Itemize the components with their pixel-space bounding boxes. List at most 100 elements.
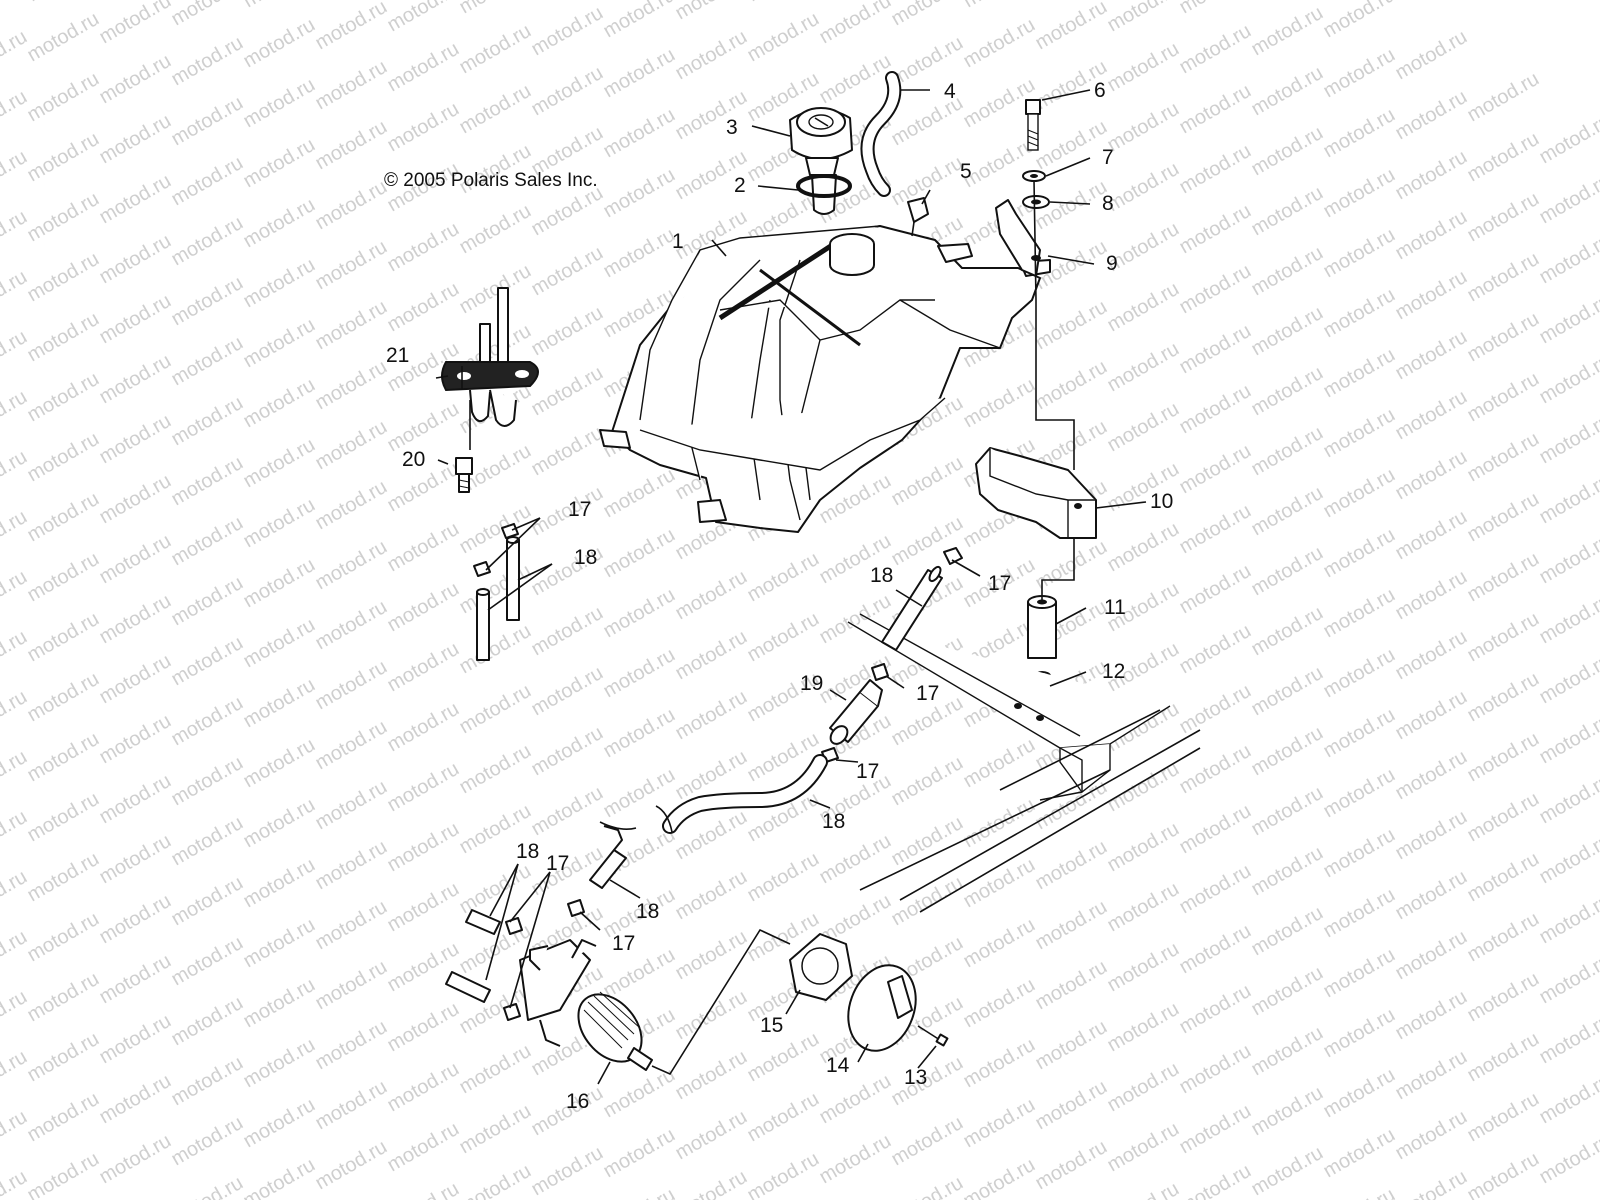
watermark-text: motod.ru — [600, 764, 679, 823]
watermark-text: motod.ru — [312, 416, 391, 475]
watermark-text: motod.ru — [528, 722, 607, 781]
watermark-text: motod.ru — [888, 1172, 967, 1200]
watermark-text: motod.ru — [168, 512, 247, 571]
watermark-text: motod.ru — [1320, 404, 1399, 463]
watermark-text: motod.ru — [168, 0, 247, 30]
watermark-text: motod.ru — [528, 662, 607, 721]
watermark-text: motod.ru — [672, 626, 751, 685]
lock-nut — [789, 933, 853, 1001]
watermark-text: motod.ru — [1320, 464, 1399, 523]
fuel-valve — [441, 287, 539, 450]
watermark-text: motod.ru — [1032, 296, 1111, 355]
watermark-text: motod.ru — [1032, 776, 1111, 835]
watermark-text: motod.ru — [168, 392, 247, 451]
callout-18-pump-right: 18 — [636, 900, 659, 923]
watermark-text: motod.ru — [1176, 800, 1255, 859]
watermark-text: motod.ru — [1248, 902, 1327, 961]
watermark-text: motod.ru — [168, 92, 247, 151]
watermark-text: motod.ru — [240, 854, 319, 913]
callout-12: 12 — [1102, 660, 1125, 683]
watermark-text: motod.ru — [312, 56, 391, 115]
callout-19: 19 — [800, 672, 823, 695]
watermark-text: motod.ru — [1464, 728, 1543, 787]
watermark-text: motod.ru — [240, 674, 319, 733]
watermark-text: motod.ru — [456, 200, 535, 259]
watermark-text: motod.ru — [1248, 482, 1327, 541]
watermark-text: motod.ru — [96, 410, 175, 469]
watermark-text: motod.ru — [1032, 1016, 1111, 1075]
watermark-text: motod.ru — [456, 560, 535, 619]
watermark-text: motod.ru — [1464, 608, 1543, 667]
clamp-upper-right — [943, 547, 963, 565]
watermark-text: motod.ru — [240, 794, 319, 853]
callout-17-pump-right: 17 — [612, 932, 635, 955]
watermark-text: motod.ru — [1104, 1178, 1183, 1200]
watermark-text: motod.ru — [600, 224, 679, 283]
tank-support — [975, 447, 1097, 539]
watermark-text: motod.ru — [1392, 1166, 1471, 1200]
watermark-text: motod.ru — [96, 950, 175, 1009]
watermark-text: motod.ru — [312, 476, 391, 535]
watermark-text: motod.ru — [1248, 1142, 1327, 1200]
watermark-text: motod.ru — [0, 326, 31, 385]
watermark-text: motod.ru — [960, 974, 1039, 1033]
vent-fitting — [907, 197, 929, 237]
watermark-text: motod.ru — [456, 260, 535, 319]
watermark-text: motod.ru — [456, 1040, 535, 1099]
watermark-text: motod.ru — [1464, 308, 1543, 367]
watermark-text: motod.ru — [1032, 0, 1111, 54]
watermark-text: motod.ru — [1176, 500, 1255, 559]
watermark-text: motod.ru — [528, 2, 607, 61]
watermark-text: motod.ru — [1464, 788, 1543, 847]
watermark-text: motod.ru — [0, 686, 31, 745]
watermark-text: motod.ru — [96, 170, 175, 229]
watermark-text: motod.ru — [1464, 188, 1543, 247]
spacer — [1027, 595, 1057, 659]
watermark-text: motod.ru — [168, 812, 247, 871]
watermark-text: motod.ru — [1248, 662, 1327, 721]
watermark-text: motod.ru — [1104, 398, 1183, 457]
watermark-text: motod.ru — [312, 776, 391, 835]
watermark-text: motod.ru — [1032, 1076, 1111, 1135]
watermark-text: motod.ru — [384, 1058, 463, 1117]
watermark-text: motod.ru — [672, 986, 751, 1045]
watermark-text: motod.ru — [1536, 590, 1600, 649]
watermark-text: motod.ru — [24, 248, 103, 307]
watermark-text: motod.ru — [960, 854, 1039, 913]
watermark-text: motod.ru — [384, 578, 463, 637]
watermark-text: motod.ru — [384, 938, 463, 997]
watermark-text: motod.ru — [672, 866, 751, 925]
watermark-text: motod.ru — [1248, 122, 1327, 181]
watermark-text: motod.ru — [240, 1034, 319, 1093]
watermark-text: motod.ru — [1392, 266, 1471, 325]
watermark-text: motod.ru — [384, 818, 463, 877]
watermark-text: motod.ru — [168, 152, 247, 211]
watermark-text: motod.ru — [1464, 128, 1543, 187]
watermark-text: motod.ru — [0, 566, 31, 625]
watermark-text: motod.ru — [1176, 80, 1255, 139]
watermark-text: motod.ru — [960, 374, 1039, 433]
watermark-text: motod.ru — [0, 0, 31, 24]
watermark-text: motod.ru — [1320, 0, 1399, 42]
watermark-text: motod.ru — [312, 716, 391, 775]
watermark-text: motod.ru — [600, 1124, 679, 1183]
watermark-text: motod.ru — [1464, 248, 1543, 307]
callout-17-pump-left: 17 — [546, 852, 569, 875]
watermark-text: motod.ru — [1104, 818, 1183, 877]
watermark-text: motod.ru — [672, 26, 751, 85]
callout-17-left: 17 — [568, 498, 591, 521]
watermark-text: motod.ru — [24, 8, 103, 67]
watermark-text: motod.ru — [312, 296, 391, 355]
watermark-text: motod.ru — [1320, 104, 1399, 163]
watermark-text: motod.ru — [1320, 884, 1399, 943]
bolt — [1025, 99, 1041, 151]
watermark-text: motod.ru — [600, 164, 679, 223]
watermark-text: motod.ru — [24, 668, 103, 727]
watermark-text: motod.ru — [1536, 1010, 1600, 1069]
watermark-text: motod.ru — [1176, 1040, 1255, 1099]
watermark-text: motod.ru — [24, 68, 103, 127]
watermark-text: motod.ru — [456, 740, 535, 799]
watermark-text: motod.ru — [1320, 944, 1399, 1003]
watermark-text: motod.ru — [96, 530, 175, 589]
watermark-text: motod.ru — [528, 422, 607, 481]
